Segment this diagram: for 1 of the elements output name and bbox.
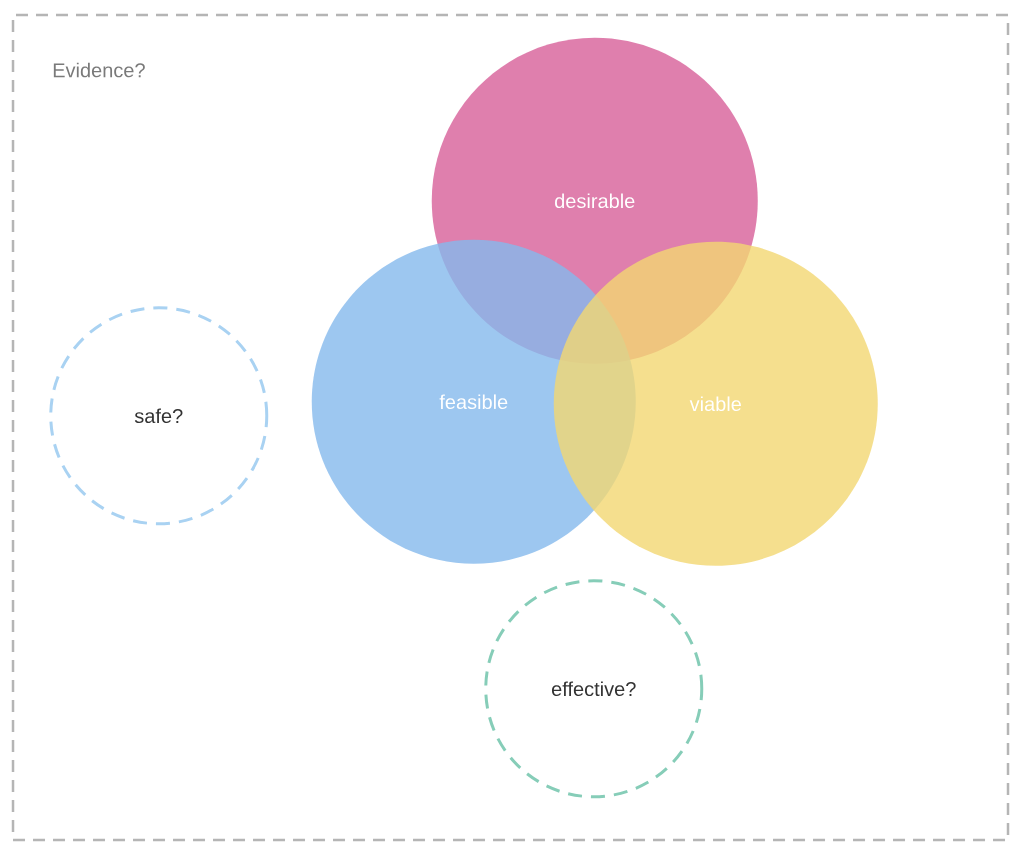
frame-heading: Evidence?: [53, 62, 145, 78]
